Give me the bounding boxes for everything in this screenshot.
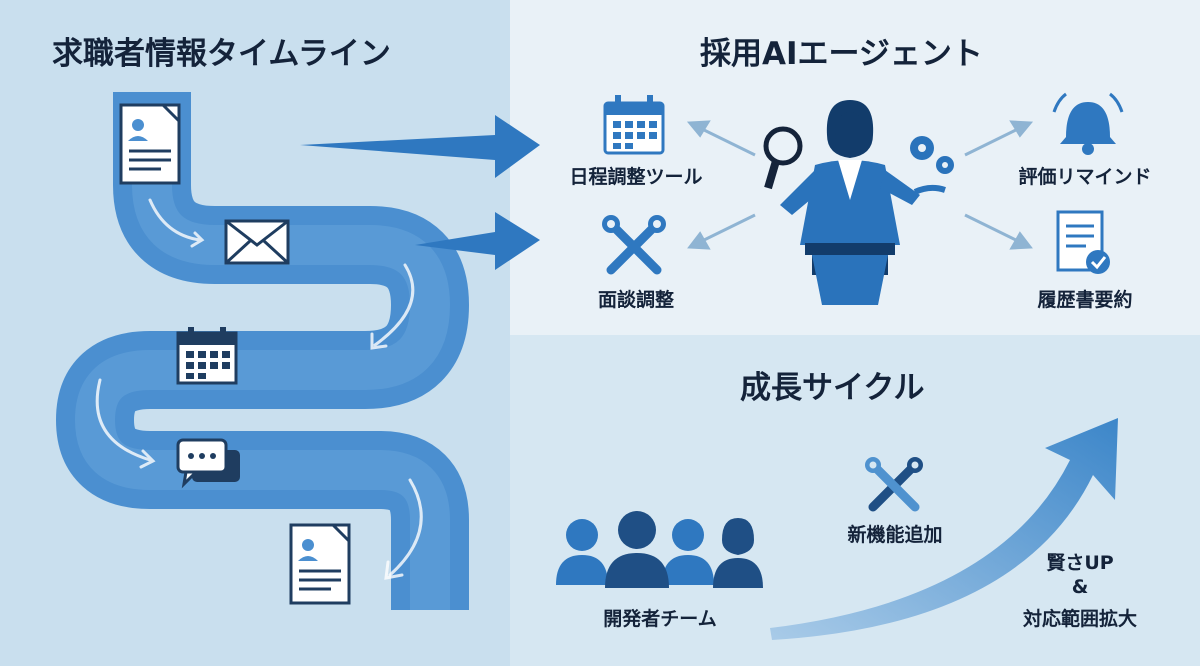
document-check-icon — [1056, 210, 1110, 274]
arrow-to-agent-2 — [415, 212, 540, 270]
growth-arrow — [770, 418, 1118, 640]
agent-title: 採用AIエージェント — [700, 36, 983, 72]
wrench-icon — [602, 215, 666, 275]
developer-team-icon — [556, 511, 763, 588]
ai-agent-figure — [763, 100, 954, 305]
tool-label-resume-summary: 履歴書要約 — [1037, 289, 1133, 311]
calendar-icon — [176, 327, 238, 385]
result-line-1: 賢さUP — [1046, 552, 1114, 574]
result-line-3: 対応範囲拡大 — [1022, 608, 1137, 630]
mail-icon — [224, 219, 290, 265]
team-label: 開発者チーム — [603, 608, 717, 630]
growth-title: 成長サイクル — [740, 370, 925, 406]
result-line-2: & — [1071, 576, 1089, 598]
feature-label: 新機能追加 — [847, 524, 943, 546]
calendar-icon — [603, 95, 665, 155]
resume-icon — [119, 103, 181, 185]
wrench-icon — [865, 457, 923, 512]
timeline-road — [56, 146, 469, 610]
bell-icon — [1052, 92, 1124, 155]
timeline-title: 求職者情報タイムライン — [52, 36, 391, 72]
resume-icon — [289, 523, 351, 605]
arrow-to-agent-1 — [300, 115, 540, 178]
tool-label-reminder: 評価リマインド — [1018, 166, 1152, 188]
tool-label-interview: 面談調整 — [597, 289, 674, 311]
tool-label-schedule: 日程調整ツール — [569, 166, 703, 188]
chat-icon — [176, 438, 240, 489]
growth-panel — [510, 335, 1200, 666]
